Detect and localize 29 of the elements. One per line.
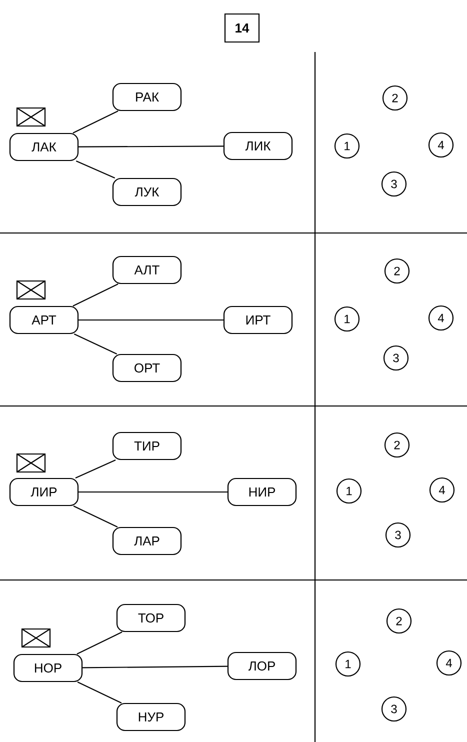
connector-line xyxy=(82,666,228,668)
connector-line xyxy=(78,146,224,148)
word-box: ЛИР xyxy=(9,478,79,506)
word-box: РАК xyxy=(112,82,182,112)
connector-line xyxy=(74,334,118,354)
word-box: НУР xyxy=(116,702,186,732)
word-box: АЛТ xyxy=(112,256,182,284)
connector-line xyxy=(76,160,116,178)
number-box: 14 xyxy=(224,13,260,43)
word-box: ЛУК xyxy=(112,178,182,206)
word-box: ОРТ xyxy=(112,354,182,382)
connector-line xyxy=(72,284,118,306)
word-box: ЛАР xyxy=(112,526,182,556)
connector-line xyxy=(75,460,116,478)
word-box: АРТ xyxy=(9,306,79,334)
word-box: НИР xyxy=(227,478,297,506)
word-box: ЛАК xyxy=(9,132,79,162)
connector-line xyxy=(78,319,224,321)
word-box: ТИР xyxy=(112,432,182,460)
connector-line xyxy=(76,632,122,654)
word-box: НОР xyxy=(13,654,83,682)
connector-line xyxy=(78,491,228,493)
word-box: ЛОР xyxy=(227,652,297,680)
word-box: ЛИК xyxy=(223,132,293,160)
connector-line xyxy=(73,506,118,528)
word-box: ИРТ xyxy=(223,306,293,334)
word-box: ТОР xyxy=(116,604,186,632)
connector-line xyxy=(77,682,122,704)
connector-line xyxy=(72,110,118,134)
